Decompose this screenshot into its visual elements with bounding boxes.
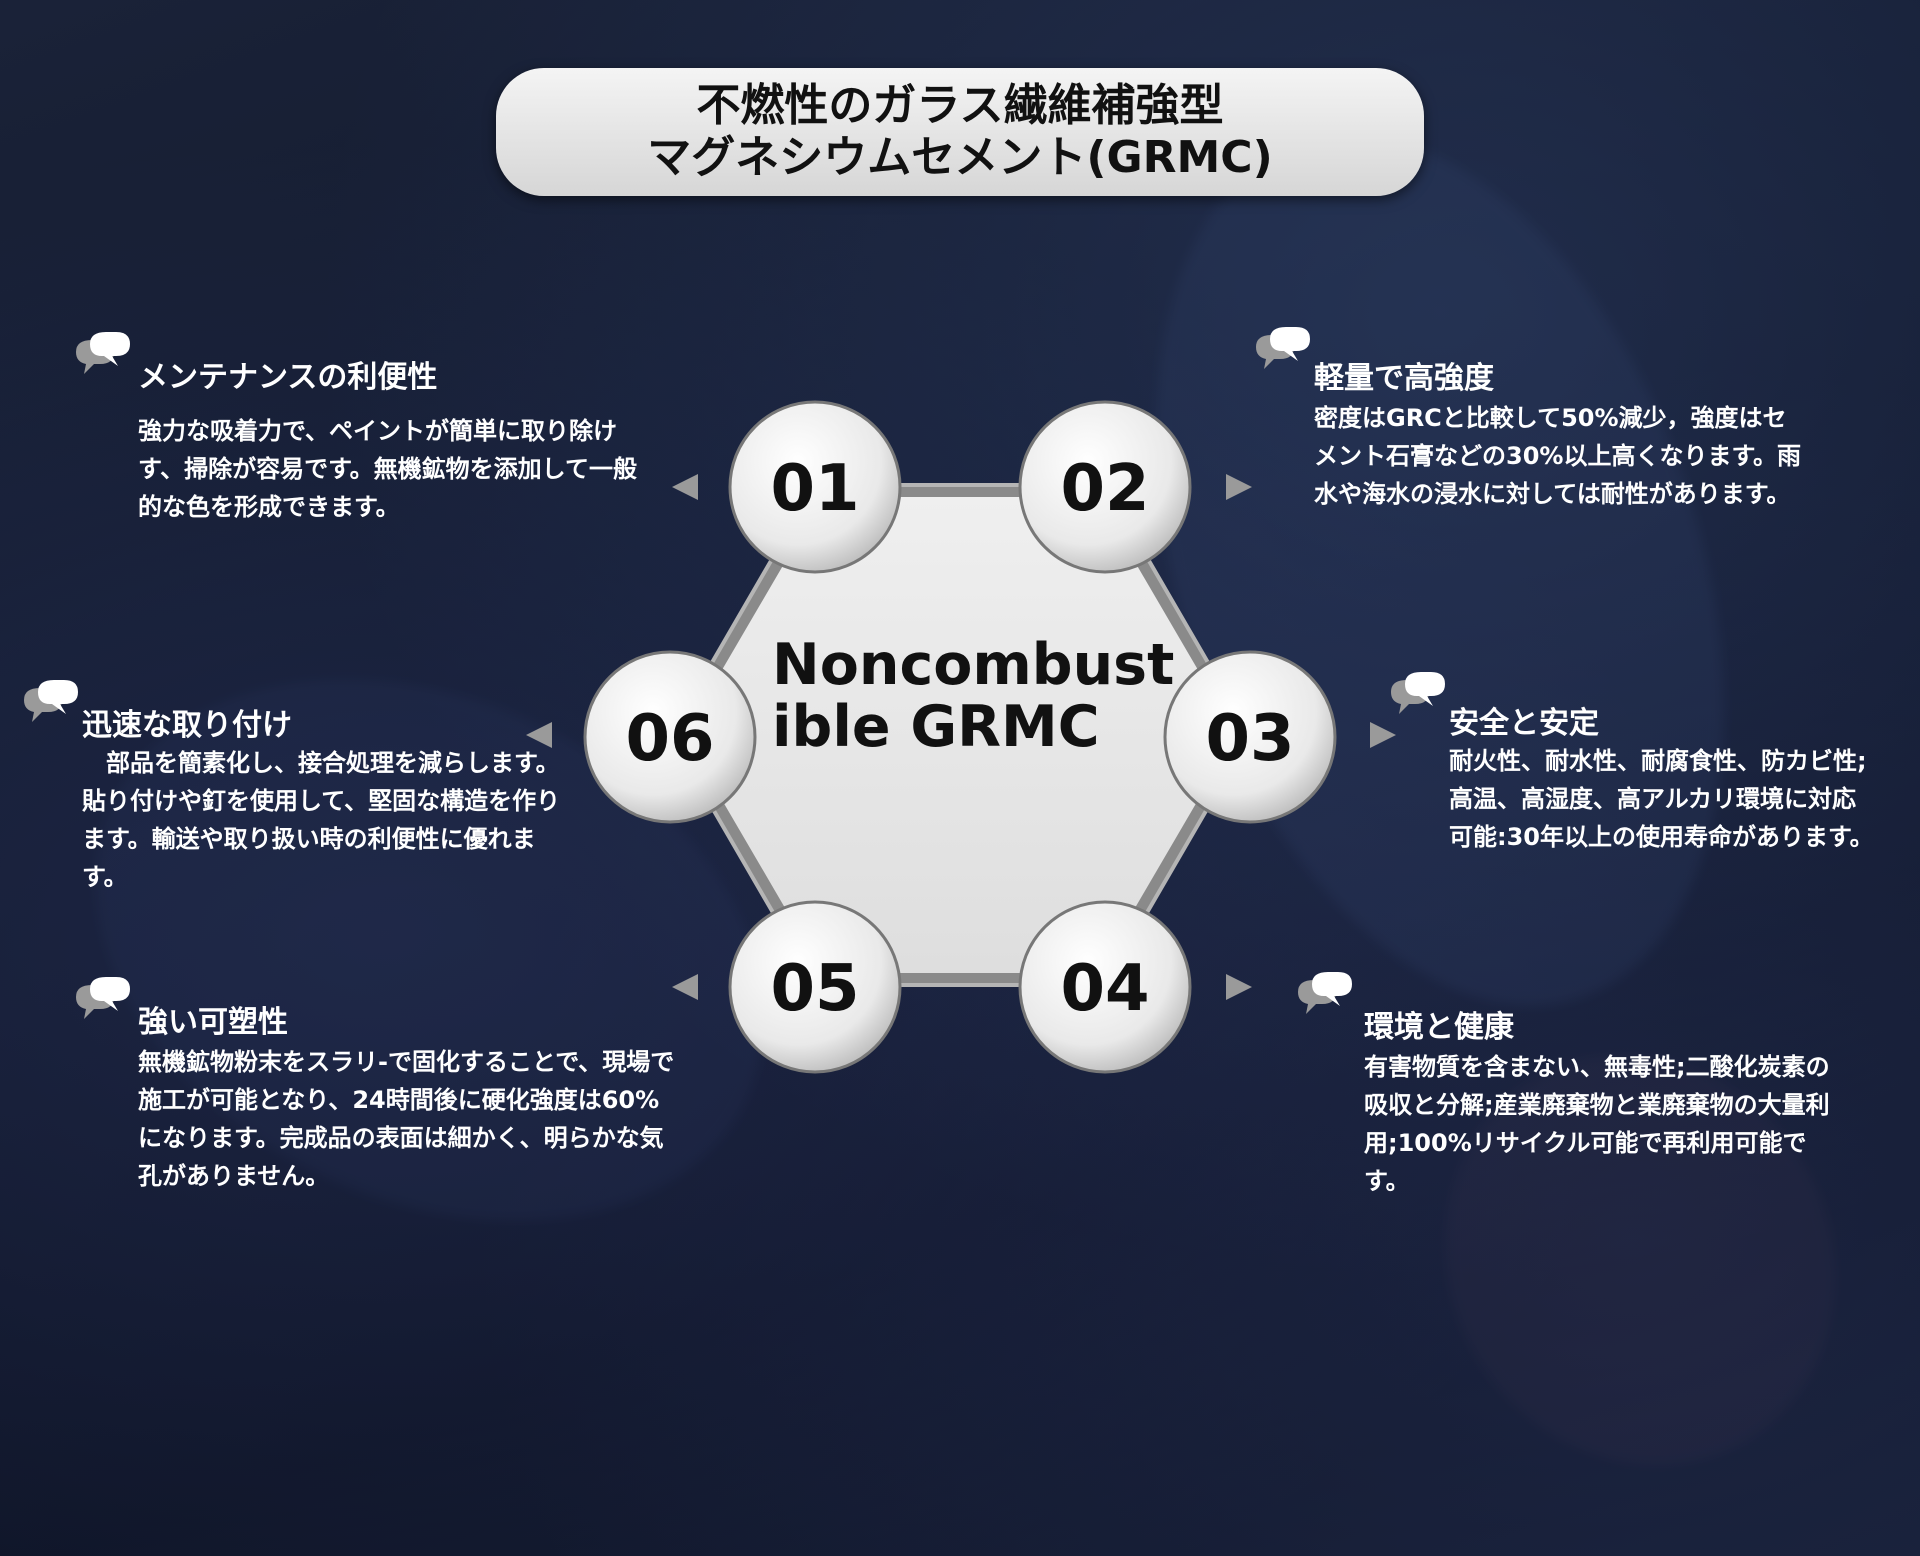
- feature-heading: 軽量で高強度: [1314, 361, 1494, 396]
- feature-04: 環境と健康 有害物質を含まない、無毒性;二酸化炭素の吸収と分解;産業廃棄物と業廃…: [1292, 970, 1852, 1200]
- node-number: 03: [1205, 702, 1294, 776]
- speech-bubbles-icon: [1391, 672, 1445, 714]
- speech-bubbles-icon: [76, 977, 130, 1019]
- speech-bubbles-icon: [1256, 327, 1310, 369]
- feature-body: 有害物質を含まない、無毒性;二酸化炭素の吸収と分解;産業廃棄物と業廃棄物の大量利…: [1364, 1053, 1830, 1195]
- speech-bubbles-icon: [1298, 972, 1352, 1014]
- speech-bubbles-icon: [76, 332, 130, 374]
- node-04: 04: [1018, 900, 1192, 1074]
- feature-heading: 迅速な取り付け: [82, 708, 292, 743]
- feature-body: 無機鉱物粉末をスラリ-で固化することで、現場で施工が可能となり、24時間後に硬化…: [138, 1048, 675, 1190]
- feature-heading: 安全と安定: [1449, 706, 1599, 741]
- feature-body: 密度はGRCと比較して50%減少，強度はセメント石膏などの30%以上高くなります…: [1314, 404, 1802, 508]
- feature-body: 部品を簡素化し、接合処理を減らします。貼り付けや釘を使用して、堅固な構造を作りま…: [82, 749, 561, 891]
- feature-01: メンテナンスの利便性 強力な吸着力で、ペイントが簡単に取り除けす、掃除が容易です…: [70, 330, 670, 540]
- title-banner: 不燃性のガラス繊維補強型 マグネシウムセメント(GRMC): [496, 68, 1424, 196]
- node-01: 01: [728, 400, 902, 574]
- arrow-right-icon: [1226, 474, 1252, 500]
- feature-body: 耐火性、耐水性、耐腐食性、防カビ性;高温、高湿度、高アルカリ環境に対応可能:30…: [1449, 747, 1874, 851]
- feature-heading: 環境と健康: [1364, 1010, 1514, 1045]
- feature-03: 安全と安定 耐火性、耐水性、耐腐食性、防カビ性;高温、高湿度、高アルカリ環境に対…: [1385, 670, 1885, 900]
- feature-06: 迅速な取り付け 部品を簡素化し、接合処理を減らします。貼り付けや釘を使用して、堅…: [18, 678, 578, 908]
- node-number: 01: [770, 452, 859, 526]
- node-number: 05: [770, 952, 859, 1026]
- arrow-left-icon: [672, 974, 698, 1000]
- node-number: 04: [1060, 952, 1149, 1026]
- node-number: 06: [625, 702, 714, 776]
- feature-heading: 強い可塑性: [138, 1005, 288, 1040]
- node-number: 02: [1060, 452, 1149, 526]
- arrow-left-icon: [526, 722, 552, 748]
- node-02: 02: [1018, 400, 1192, 574]
- center-label: Noncombustible GRMC: [772, 632, 1175, 760]
- feature-02: 軽量で高強度 密度はGRCと比較して50%減少，強度はセメント石膏などの30%以…: [1250, 325, 1810, 565]
- title-line-2: マグネシウムセメント(GRMC): [647, 132, 1273, 183]
- feature-05: 強い可塑性 無機鉱物粉末をスラリ-で固化することで、現場で施工が可能となり、24…: [70, 975, 690, 1215]
- node-05: 05: [728, 900, 902, 1074]
- center-hexagon-inner: [684, 497, 1236, 973]
- speech-bubbles-icon: [24, 680, 78, 722]
- arrow-left-icon: [672, 474, 698, 500]
- title-line-1: 不燃性のガラス繊維補強型: [696, 80, 1224, 131]
- feature-heading: メンテナンスの利便性: [138, 360, 438, 395]
- arrow-right-icon: [1226, 974, 1252, 1000]
- node-06: 06: [583, 650, 757, 824]
- node-03: 03: [1163, 650, 1337, 824]
- arrow-right-icon: [1370, 722, 1396, 748]
- feature-body: 強力な吸着力で、ペイントが簡単に取り除けす、掃除が容易です。無機鉱物を添加して一…: [138, 417, 637, 521]
